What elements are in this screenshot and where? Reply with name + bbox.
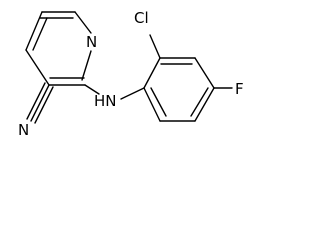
bond — [25, 49, 50, 86]
amine-bond — [84, 84, 100, 95]
phenyl-ring — [143, 57, 215, 122]
pyridine-ring — [25, 11, 92, 86]
nitrile-group — [26, 82, 54, 124]
bond — [194, 87, 215, 122]
bond — [74, 11, 92, 34]
bond — [34, 86, 54, 124]
bond — [32, 17, 48, 51]
amine-bond — [120, 87, 145, 100]
bond — [143, 87, 161, 122]
chlorine-label: Cl — [134, 9, 149, 27]
chemical-structure: N N HN Cl F — [18, 9, 244, 139]
bond — [143, 57, 161, 89]
bond — [150, 87, 167, 117]
amine-label: HN — [94, 92, 117, 110]
bond — [81, 50, 92, 81]
bond — [26, 82, 46, 120]
bond — [194, 57, 215, 89]
bond — [190, 87, 209, 117]
bond — [30, 84, 50, 122]
bond — [25, 11, 43, 51]
fluorine-label: F — [235, 80, 244, 98]
nitrile-nitrogen-label: N — [18, 121, 29, 139]
pyridine-nitrogen-label: N — [86, 33, 97, 51]
chlorine-bond — [149, 34, 161, 59]
